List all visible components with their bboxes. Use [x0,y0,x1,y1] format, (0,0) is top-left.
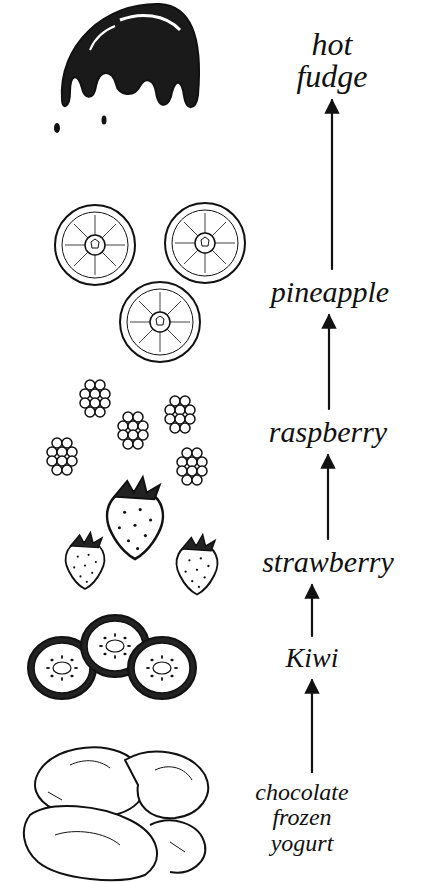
drawing-stroke [90,26,115,50]
drawing-stroke [128,637,196,699]
drawing-stroke [48,761,192,852]
drawing-stroke [165,203,245,283]
drawing-stroke [125,752,208,819]
fruit-label: pineapple [267,275,393,309]
flow-arrow [328,315,330,409]
strawberry-drawing [66,477,218,594]
fruit-label: hot fudge [292,26,371,94]
label-text: strawberry [262,547,394,577]
label-text: chocolate frozen yogurt [255,780,348,856]
drawing-stroke [120,282,200,362]
drawing-stroke [62,4,199,107]
drawing-stroke [66,532,105,589]
drawing-stroke [102,116,107,125]
drawing-stroke [55,205,135,285]
drawing-stroke [120,15,180,30]
flow-arrow [311,585,313,636]
label-text: Kiwi [286,644,339,672]
fruit-label: Kiwi [282,642,343,674]
hot-fudge-drawing [54,4,199,133]
fruit-label: strawberry [258,545,398,579]
raspberry-drawing [47,380,207,485]
drawing-stroke [80,380,110,417]
label-text: hot fudge [296,28,367,92]
label-text: raspberry [269,417,387,447]
drawing-stroke [177,448,207,485]
drawing-stroke [118,412,148,449]
flow-arrow [331,100,333,269]
flow-arrow [311,680,313,772]
fruit-label: chocolate frozen yogurt [251,778,352,858]
flow-arrow [327,455,329,539]
pineapple-drawing [55,203,245,362]
drawing-stroke [47,438,77,475]
drawing-stroke [165,396,195,433]
drawing-stroke [54,123,60,133]
kiwi-drawing [28,615,196,699]
drawing-stroke [107,477,163,559]
fruit-label: raspberry [265,415,391,449]
drawing-stroke [177,535,218,595]
frozen-yogurt-drawing [24,747,208,880]
drawing-stroke [24,806,157,880]
label-text: pineapple [271,277,389,307]
